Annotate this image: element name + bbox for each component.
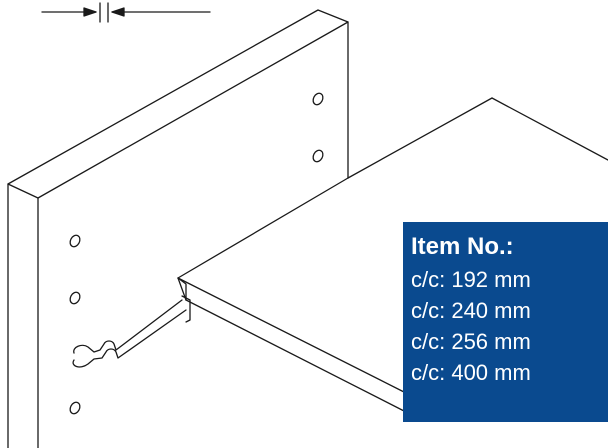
drill-hole [69, 401, 81, 415]
item-number-title: Item No.: [411, 233, 514, 260]
spacing-option-256: c/c: 256 mm [411, 329, 531, 354]
drill-hole [69, 234, 81, 248]
drill-hole [312, 149, 324, 163]
shelf-support-pin [72, 299, 187, 368]
spacing-option-400: c/c: 400 mm [411, 360, 531, 385]
drill-hole [312, 92, 324, 106]
item-number-box: Item No.: c/c: 192 mm c/c: 240 mm c/c: 2… [403, 222, 608, 422]
dimension-marker [41, 2, 211, 23]
spacing-option-240: c/c: 240 mm [411, 298, 531, 323]
side-panel [7, 9, 349, 448]
drill-holes [69, 92, 324, 415]
shelf-board [177, 97, 608, 413]
drill-hole [69, 291, 81, 305]
spacing-option-192: c/c: 192 mm [411, 267, 531, 292]
